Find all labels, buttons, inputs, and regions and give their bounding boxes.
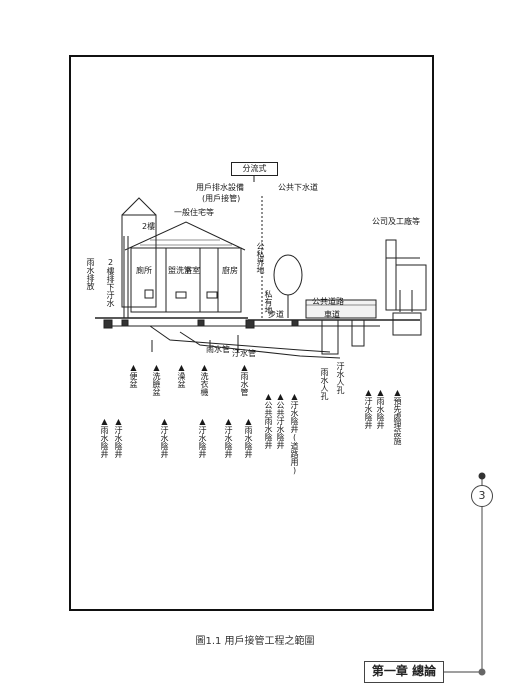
system-type-title: 分流式 — [231, 162, 278, 176]
company-wells-b: ▲ 雨水陰井 — [376, 388, 385, 429]
sewage-well-road: ▲ 汙水陰井(道路用) — [290, 392, 299, 475]
triangle-marker-icon: ▲ — [365, 388, 372, 397]
chapter-tab: 第一章 總論 — [364, 661, 444, 683]
triangle-marker-icon: ▲ — [245, 417, 252, 426]
floor2-sewage-label: 2樓排下汙水 — [106, 258, 115, 307]
room-kitchen: 廚房 — [222, 266, 238, 275]
triangle-marker-icon: ▲ — [153, 363, 160, 372]
house-type-label: 一般住宅等 — [174, 208, 214, 217]
triangle-marker-icon: ▲ — [291, 392, 298, 401]
user-pipe-label: (用戶接管) — [202, 194, 241, 203]
triangle-marker-icon: ▲ — [201, 363, 208, 372]
sewage-pipe-label: 汙水管 — [232, 349, 256, 358]
rain-discharge-label: 雨水排放 — [86, 258, 95, 290]
triangle-marker-icon: ▲ — [130, 363, 137, 372]
well-sewage-3: ▲ 汙水陰井 — [198, 417, 207, 458]
sewage-manhole-label: 汙水人孔 — [336, 362, 345, 394]
company-label: 公司及工廠等 — [372, 217, 420, 226]
fixture-bathtub: ▲ 澡盆 — [177, 363, 186, 388]
triangle-marker-icon: ▲ — [265, 392, 272, 401]
well-rain-2: ▲ 雨水陰井 — [244, 417, 253, 458]
triangle-marker-icon: ▲ — [225, 417, 232, 426]
fixture-toilet: ▲ 便盆 — [129, 363, 138, 388]
triangle-marker-icon: ▲ — [161, 417, 168, 426]
triangle-marker-icon: ▲ — [101, 417, 108, 426]
page-number: 3 — [471, 485, 493, 507]
triangle-marker-icon: ▲ — [115, 417, 122, 426]
well-sewage-2: ▲ 汙水陰井 — [160, 417, 169, 458]
fixture-rain-pipe: ▲ 雨水管 — [240, 363, 249, 396]
public-road-label: 公共道路 — [312, 297, 344, 306]
room-washroom: 盥洗室 — [168, 266, 192, 275]
floor2-label: 2樓 — [142, 222, 156, 231]
triangle-marker-icon: ▲ — [394, 388, 401, 397]
room-bath: 浴室 — [184, 266, 200, 275]
rain-manhole-label: 雨水人孔 — [320, 368, 329, 400]
triangle-marker-icon: ▲ — [241, 363, 248, 372]
user-drain-label: 用戶排水設備 — [196, 183, 244, 192]
figure-frame — [69, 55, 434, 611]
boundary-label: 公私界地 — [256, 242, 265, 274]
triangle-marker-icon: ▲ — [377, 388, 384, 397]
company-wells-a: ▲ 汙水陰井 — [364, 388, 373, 429]
well-rain-1: ▲ 雨水陰井 — [100, 417, 109, 458]
public-well-rain: ▲ 公共雨水陰井 — [264, 392, 273, 449]
room-toilet: 廁所 — [136, 266, 152, 275]
figure-caption: 圖1.1 用戶接管工程之範圍 — [195, 636, 315, 647]
well-sewage-1: ▲ 汙水陰井 — [114, 417, 123, 458]
triangle-marker-icon: ▲ — [178, 363, 185, 372]
rain-pipe-label: 雨水管 — [206, 345, 230, 354]
roadway-label: 車道 — [324, 310, 340, 319]
well-sewage-4: ▲ 汙水陰井 — [224, 417, 233, 458]
public-well-sewage: ▲ 公共汙水陰井 — [276, 392, 285, 449]
fixture-washbasin: ▲ 洗臉盆 — [152, 363, 161, 396]
private-land-label: 私有地 — [264, 290, 273, 314]
triangle-marker-icon: ▲ — [199, 417, 206, 426]
public-sewer-label: 公共下水道 — [278, 183, 318, 192]
pretreatment-facility: ▲ 預先處理設施 — [393, 388, 402, 445]
triangle-marker-icon: ▲ — [277, 392, 284, 401]
fixture-washer: ▲ 洗衣機 — [200, 363, 209, 396]
sidewalk-label: 步道 — [268, 310, 284, 319]
